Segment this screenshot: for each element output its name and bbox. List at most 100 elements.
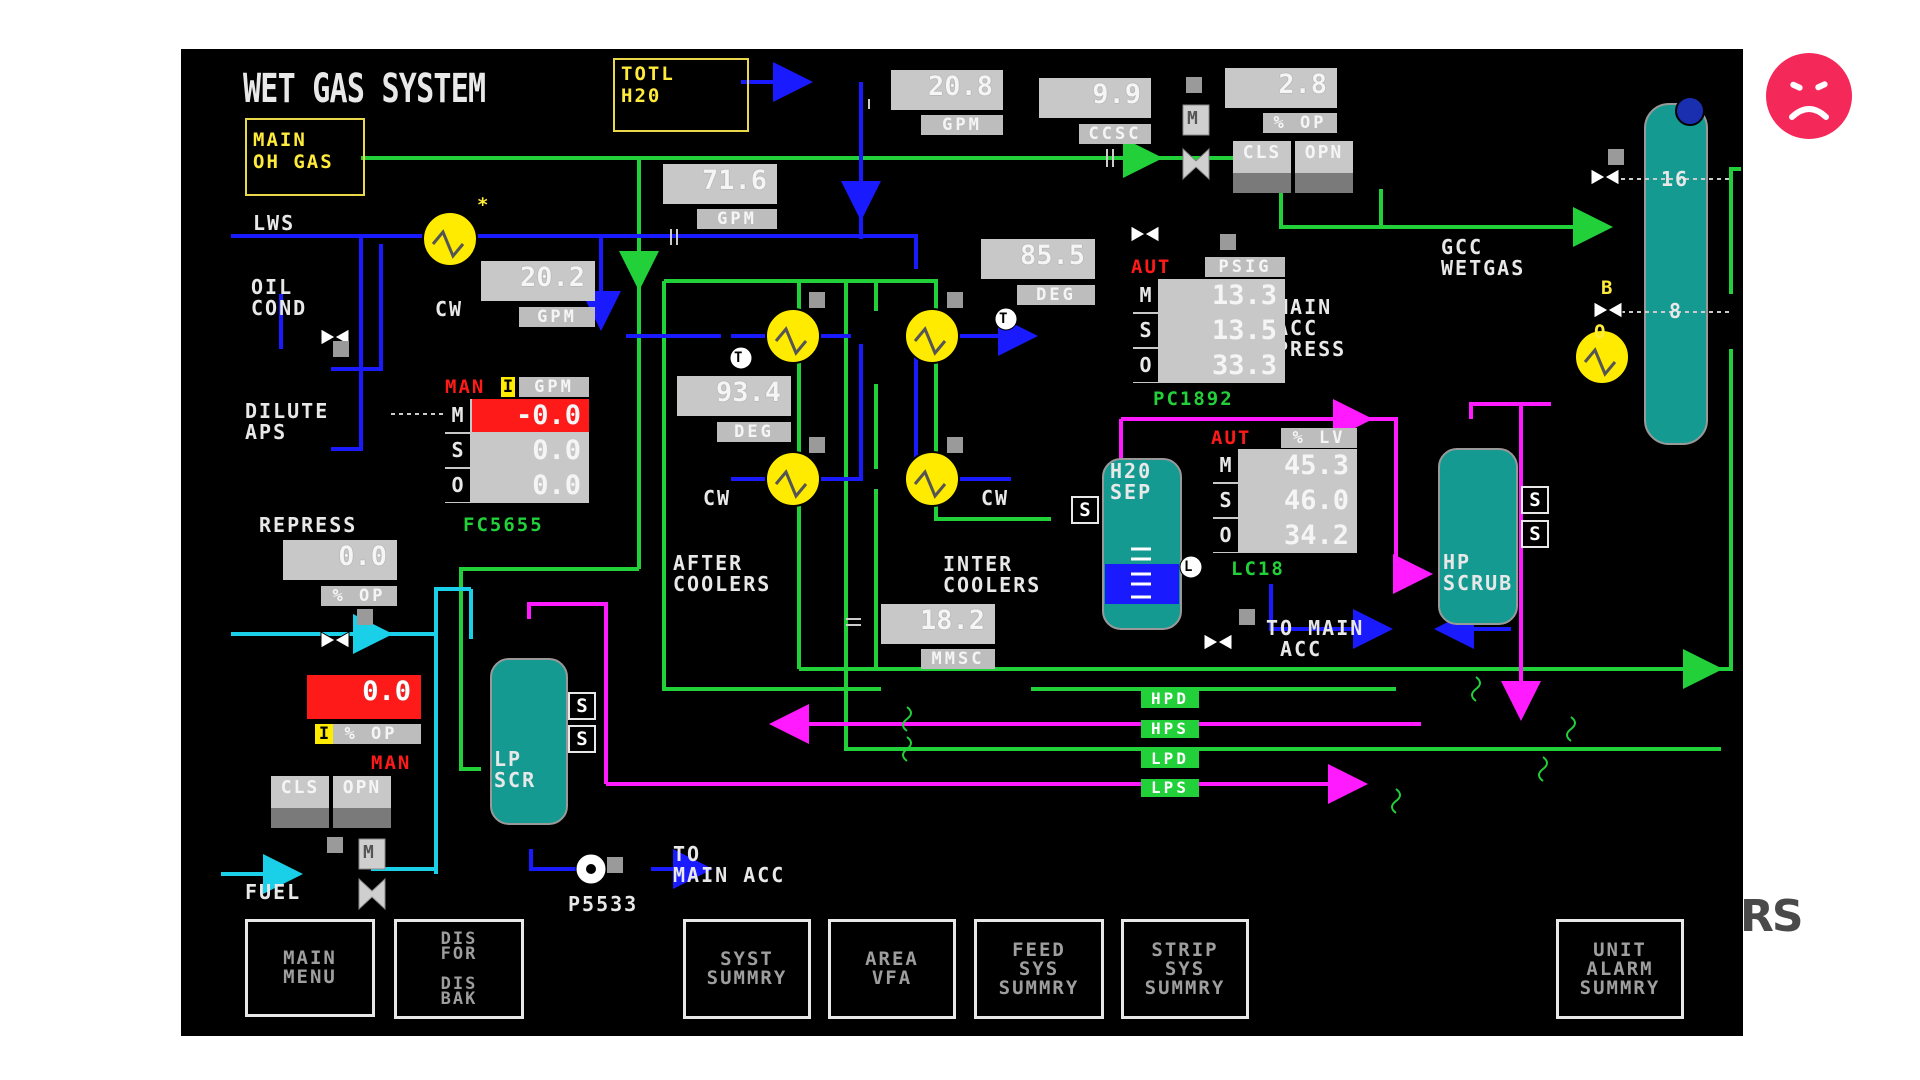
value-93-4[interactable]: 93.4 bbox=[677, 376, 791, 416]
oil-cond-label: OIL COND bbox=[251, 275, 308, 320]
hp-scrub-label: HP SCRUB bbox=[1443, 550, 1514, 595]
status-square bbox=[1608, 149, 1624, 165]
status-square bbox=[1220, 234, 1236, 250]
lc18-tag: LC18 bbox=[1231, 558, 1285, 580]
status-square bbox=[809, 437, 825, 453]
repress-value[interactable]: 0.0 bbox=[283, 540, 397, 580]
pc1892-mode: AUT bbox=[1131, 256, 1172, 278]
unit-18-2: MMSC bbox=[921, 649, 995, 669]
t-bubble-2: T bbox=[999, 311, 1008, 327]
nav-strip-sys[interactable]: STRIP SYS SUMMRY bbox=[1121, 919, 1249, 1019]
value-18-2[interactable]: 18.2 bbox=[881, 604, 995, 644]
fuel-label: FUEL bbox=[245, 880, 302, 904]
fc5655-tag: FC5655 bbox=[463, 514, 544, 536]
value-85-5[interactable]: 85.5 bbox=[981, 239, 1095, 279]
value-20-2[interactable]: 20.2 bbox=[481, 261, 595, 301]
gcc-wetgas-label: GCC WETGAS bbox=[1441, 235, 1526, 280]
nav-main-menu[interactable]: MAIN MENU bbox=[245, 919, 375, 1017]
value-71-6[interactable]: 71.6 bbox=[663, 164, 777, 204]
nav-dis[interactable]: DIS FOR DIS BAK bbox=[394, 919, 524, 1019]
status-square bbox=[1186, 77, 1202, 93]
s-key: S bbox=[1213, 484, 1238, 517]
unit-93-4: DEG bbox=[717, 422, 791, 442]
fc5655-m: -0.0 bbox=[472, 399, 589, 432]
nav-unit-alarm[interactable]: UNIT ALARM SUMMRY bbox=[1556, 919, 1684, 1019]
main-oh-gas-label: MAIN OH GAS bbox=[253, 129, 334, 173]
fc5655-mode: MAN bbox=[445, 376, 486, 398]
pc1892-faceplate[interactable]: M 13.3 S 13.5 O 33.3 bbox=[1133, 279, 1285, 383]
pc1892-s: 13.5 bbox=[1211, 315, 1277, 346]
after-coolers-label: AFTER COOLERS bbox=[673, 551, 772, 596]
nav-feed-sys[interactable]: FEED SYS SUMMRY bbox=[974, 919, 1104, 1019]
value-9-9[interactable]: 9.9 bbox=[1039, 78, 1151, 118]
m-key: M bbox=[1133, 279, 1158, 312]
b-mark: B bbox=[1601, 277, 1615, 299]
valve-cls-opn-2: CLS OPN bbox=[271, 776, 391, 828]
h2o-sep-label: H20 SEP bbox=[1110, 459, 1153, 504]
opn-button-1[interactable]: OPN bbox=[1295, 141, 1353, 193]
unit-2-8: % OP bbox=[1263, 113, 1337, 133]
inter-coolers-label: INTER COOLERS bbox=[943, 552, 1042, 597]
cw-label-2: CW bbox=[703, 486, 732, 510]
pc1892-o: 33.3 bbox=[1211, 350, 1277, 381]
hmi-screen: WET GAS SYSTEM MAIN OH GAS TOTL H20 LWS … bbox=[181, 49, 1743, 1036]
status-square bbox=[327, 837, 343, 853]
s-indicator-h2o-sep[interactable]: S bbox=[1071, 496, 1099, 524]
status-square bbox=[333, 341, 349, 357]
o-key: O bbox=[1133, 349, 1158, 382]
unit-85-5: DEG bbox=[1017, 285, 1095, 305]
nav-area-vfa[interactable]: AREA VFA bbox=[828, 919, 956, 1019]
stream-hps: HPS bbox=[1141, 720, 1199, 738]
fc5655-o: 0.0 bbox=[532, 470, 581, 501]
main-acc-press-label: MAIN ACC PRESS bbox=[1276, 295, 1347, 361]
page-title: WET GAS SYSTEM bbox=[243, 66, 486, 112]
total-h2o-box bbox=[613, 58, 749, 132]
lws-label: LWS bbox=[253, 211, 296, 235]
cls-button-1[interactable]: CLS bbox=[1233, 141, 1291, 193]
t-bubble-1: T bbox=[734, 350, 743, 366]
fuel-output-unit: % OP bbox=[321, 724, 421, 744]
opn-button-2[interactable]: OPN bbox=[333, 776, 391, 828]
lc18-mode: AUT bbox=[1211, 427, 1252, 449]
stream-hpd: HPD bbox=[1141, 690, 1199, 708]
fc5655-unit: GPM bbox=[519, 377, 589, 397]
unit-71-6: GPM bbox=[697, 209, 777, 229]
motor-m-1: M bbox=[1187, 108, 1198, 129]
unit-20-8: GPM bbox=[921, 115, 1003, 135]
lp-scr-label: LP SCR bbox=[494, 747, 537, 792]
l-bubble: L bbox=[1184, 559, 1193, 575]
fuel-output-value[interactable]: 0.0 bbox=[307, 675, 421, 719]
pc1892-tag: PC1892 bbox=[1153, 388, 1234, 410]
pc1892-m: 13.3 bbox=[1211, 280, 1277, 311]
s-indicator-hp-scrub-1[interactable]: S bbox=[1521, 486, 1549, 514]
m-key: M bbox=[1213, 449, 1238, 482]
value-20-8[interactable]: 20.8 bbox=[891, 70, 1003, 110]
s-indicator-hp-scrub-2[interactable]: S bbox=[1521, 520, 1549, 548]
total-h2o-label: TOTL H20 bbox=[621, 63, 675, 107]
s-key: S bbox=[1133, 314, 1158, 347]
fc5655-flag: I bbox=[501, 377, 515, 397]
status-square bbox=[357, 609, 373, 625]
process-piping bbox=[221, 62, 1741, 911]
cw-label-3: CW bbox=[981, 486, 1010, 510]
star-mark: * bbox=[477, 194, 491, 216]
fc5655-s: 0.0 bbox=[532, 435, 581, 466]
cls-button-2[interactable]: CLS bbox=[271, 776, 329, 828]
value-2-8[interactable]: 2.8 bbox=[1225, 68, 1337, 108]
s-indicator-lp-scr-1[interactable]: S bbox=[568, 692, 596, 720]
nav-syst-summry[interactable]: SYST SUMMRY bbox=[683, 919, 811, 1019]
status-square bbox=[947, 292, 963, 308]
status-square bbox=[947, 437, 963, 453]
lc18-s: 46.0 bbox=[1283, 485, 1349, 516]
lc18-unit: % LV bbox=[1281, 428, 1357, 448]
column-tray-16: 16 bbox=[1661, 167, 1690, 191]
valve-cls-opn-1: CLS OPN bbox=[1233, 141, 1353, 193]
pc1892-unit: PSIG bbox=[1205, 257, 1285, 277]
unit-9-9: CCSC bbox=[1079, 124, 1151, 144]
s-indicator-lp-scr-2[interactable]: S bbox=[568, 725, 596, 753]
stream-lpd: LPD bbox=[1141, 750, 1199, 768]
dilute-aps-label: DILUTE APS bbox=[245, 399, 330, 444]
motor-m-2: M bbox=[363, 842, 374, 863]
